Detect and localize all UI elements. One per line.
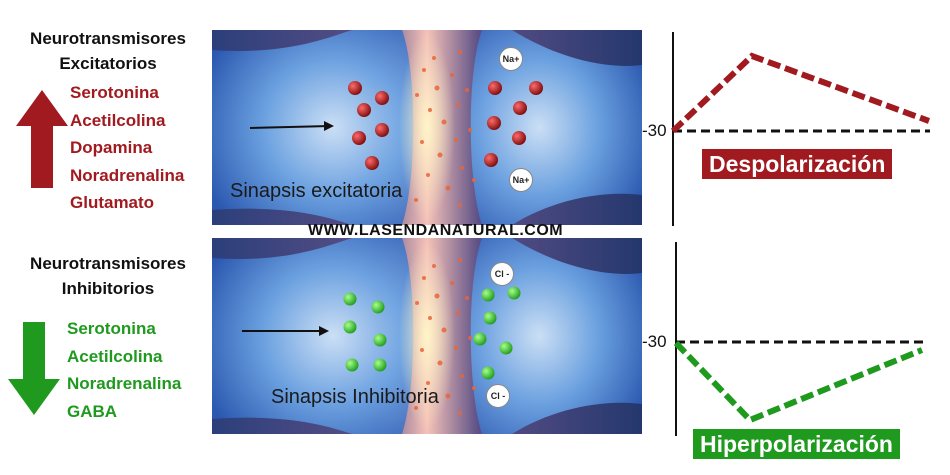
excitatory-item: Glutamato	[70, 193, 155, 212]
inhibitory-item: Acetilcolina	[67, 346, 163, 366]
threshold-label: -30	[642, 332, 667, 351]
depolarization-graph	[670, 32, 931, 226]
sodium-ion-badge: Na+	[509, 168, 533, 192]
excitatory-item: Acetilcolina	[70, 110, 166, 130]
chloride-ion-badge: Cl -	[490, 262, 514, 286]
arrow-down-icon	[8, 322, 60, 415]
inhibitory-synapse-image: Cl - Cl - Sinapsis Inhibitoria	[212, 238, 642, 434]
inhibitory-list: Serotonina Acetilcolina Noradrenalina GA…	[67, 315, 181, 425]
arrow-up-icon	[16, 90, 68, 188]
inhibitory-item: Noradrenalina	[67, 374, 182, 393]
threshold-label: -30	[642, 121, 667, 140]
depolarization-badge: Despolarización	[702, 149, 893, 179]
inhibitory-synapse-label: Sinapsis Inhibitoria	[271, 386, 439, 408]
inhibitory-heading: Neurotransmisores Inhibitorios	[8, 251, 208, 301]
chloride-ion-badge: Cl -	[486, 384, 510, 408]
hyperpolarization-graph	[673, 242, 924, 436]
excitatory-list: Serotonina Acetilcolina Dopamina Noradre…	[70, 79, 184, 217]
sodium-ion-badge: Na+	[499, 47, 523, 71]
excitatory-item: Noradrenalina	[70, 165, 185, 185]
excitatory-synapse-label: Sinapsis excitatoria	[230, 180, 403, 202]
website-watermark: WWW.LASENDANATURAL.COM	[308, 222, 564, 239]
excitatory-item: Dopamina	[70, 138, 153, 157]
excitatory-heading-line1: Neurotransmisores	[30, 29, 186, 48]
inhibitory-item: Serotonina	[67, 319, 156, 338]
excitatory-heading-line2: Excitatorios	[59, 54, 157, 73]
excitatory-synapse-image: Na+ Na+ Sinapsis excitatoria	[212, 30, 642, 225]
inhibitory-heading-line1: Neurotransmisores	[30, 254, 186, 273]
inhibitory-heading-line2: Inhibitorios	[61, 279, 155, 298]
hyperpolarization-badge: Hiperpolarización	[693, 429, 900, 459]
excitatory-item: Serotonina	[70, 83, 159, 102]
excitatory-heading: Neurotransmisores Excitatorios	[8, 26, 208, 76]
inhibitory-item: GABA	[67, 401, 118, 421]
